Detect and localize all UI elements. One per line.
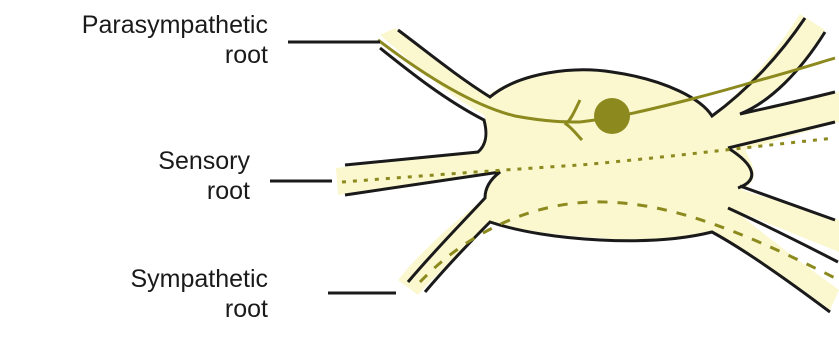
sensory-root-label: Sensory root [158, 146, 250, 206]
parasympathetic-label-line2: root [82, 40, 268, 70]
sensory-label-line1: Sensory [158, 146, 250, 176]
parasympathetic-label-line1: Parasympathetic [82, 10, 268, 40]
sensory-label-line2: root [158, 176, 250, 206]
parasympathetic-root-label: Parasympathetic root [82, 10, 268, 70]
sympathetic-label-line2: root [130, 294, 268, 324]
nerve-cell-body [594, 98, 630, 134]
sympathetic-root-label: Sympathetic root [130, 264, 268, 324]
sympathetic-label-line1: Sympathetic [130, 264, 268, 294]
